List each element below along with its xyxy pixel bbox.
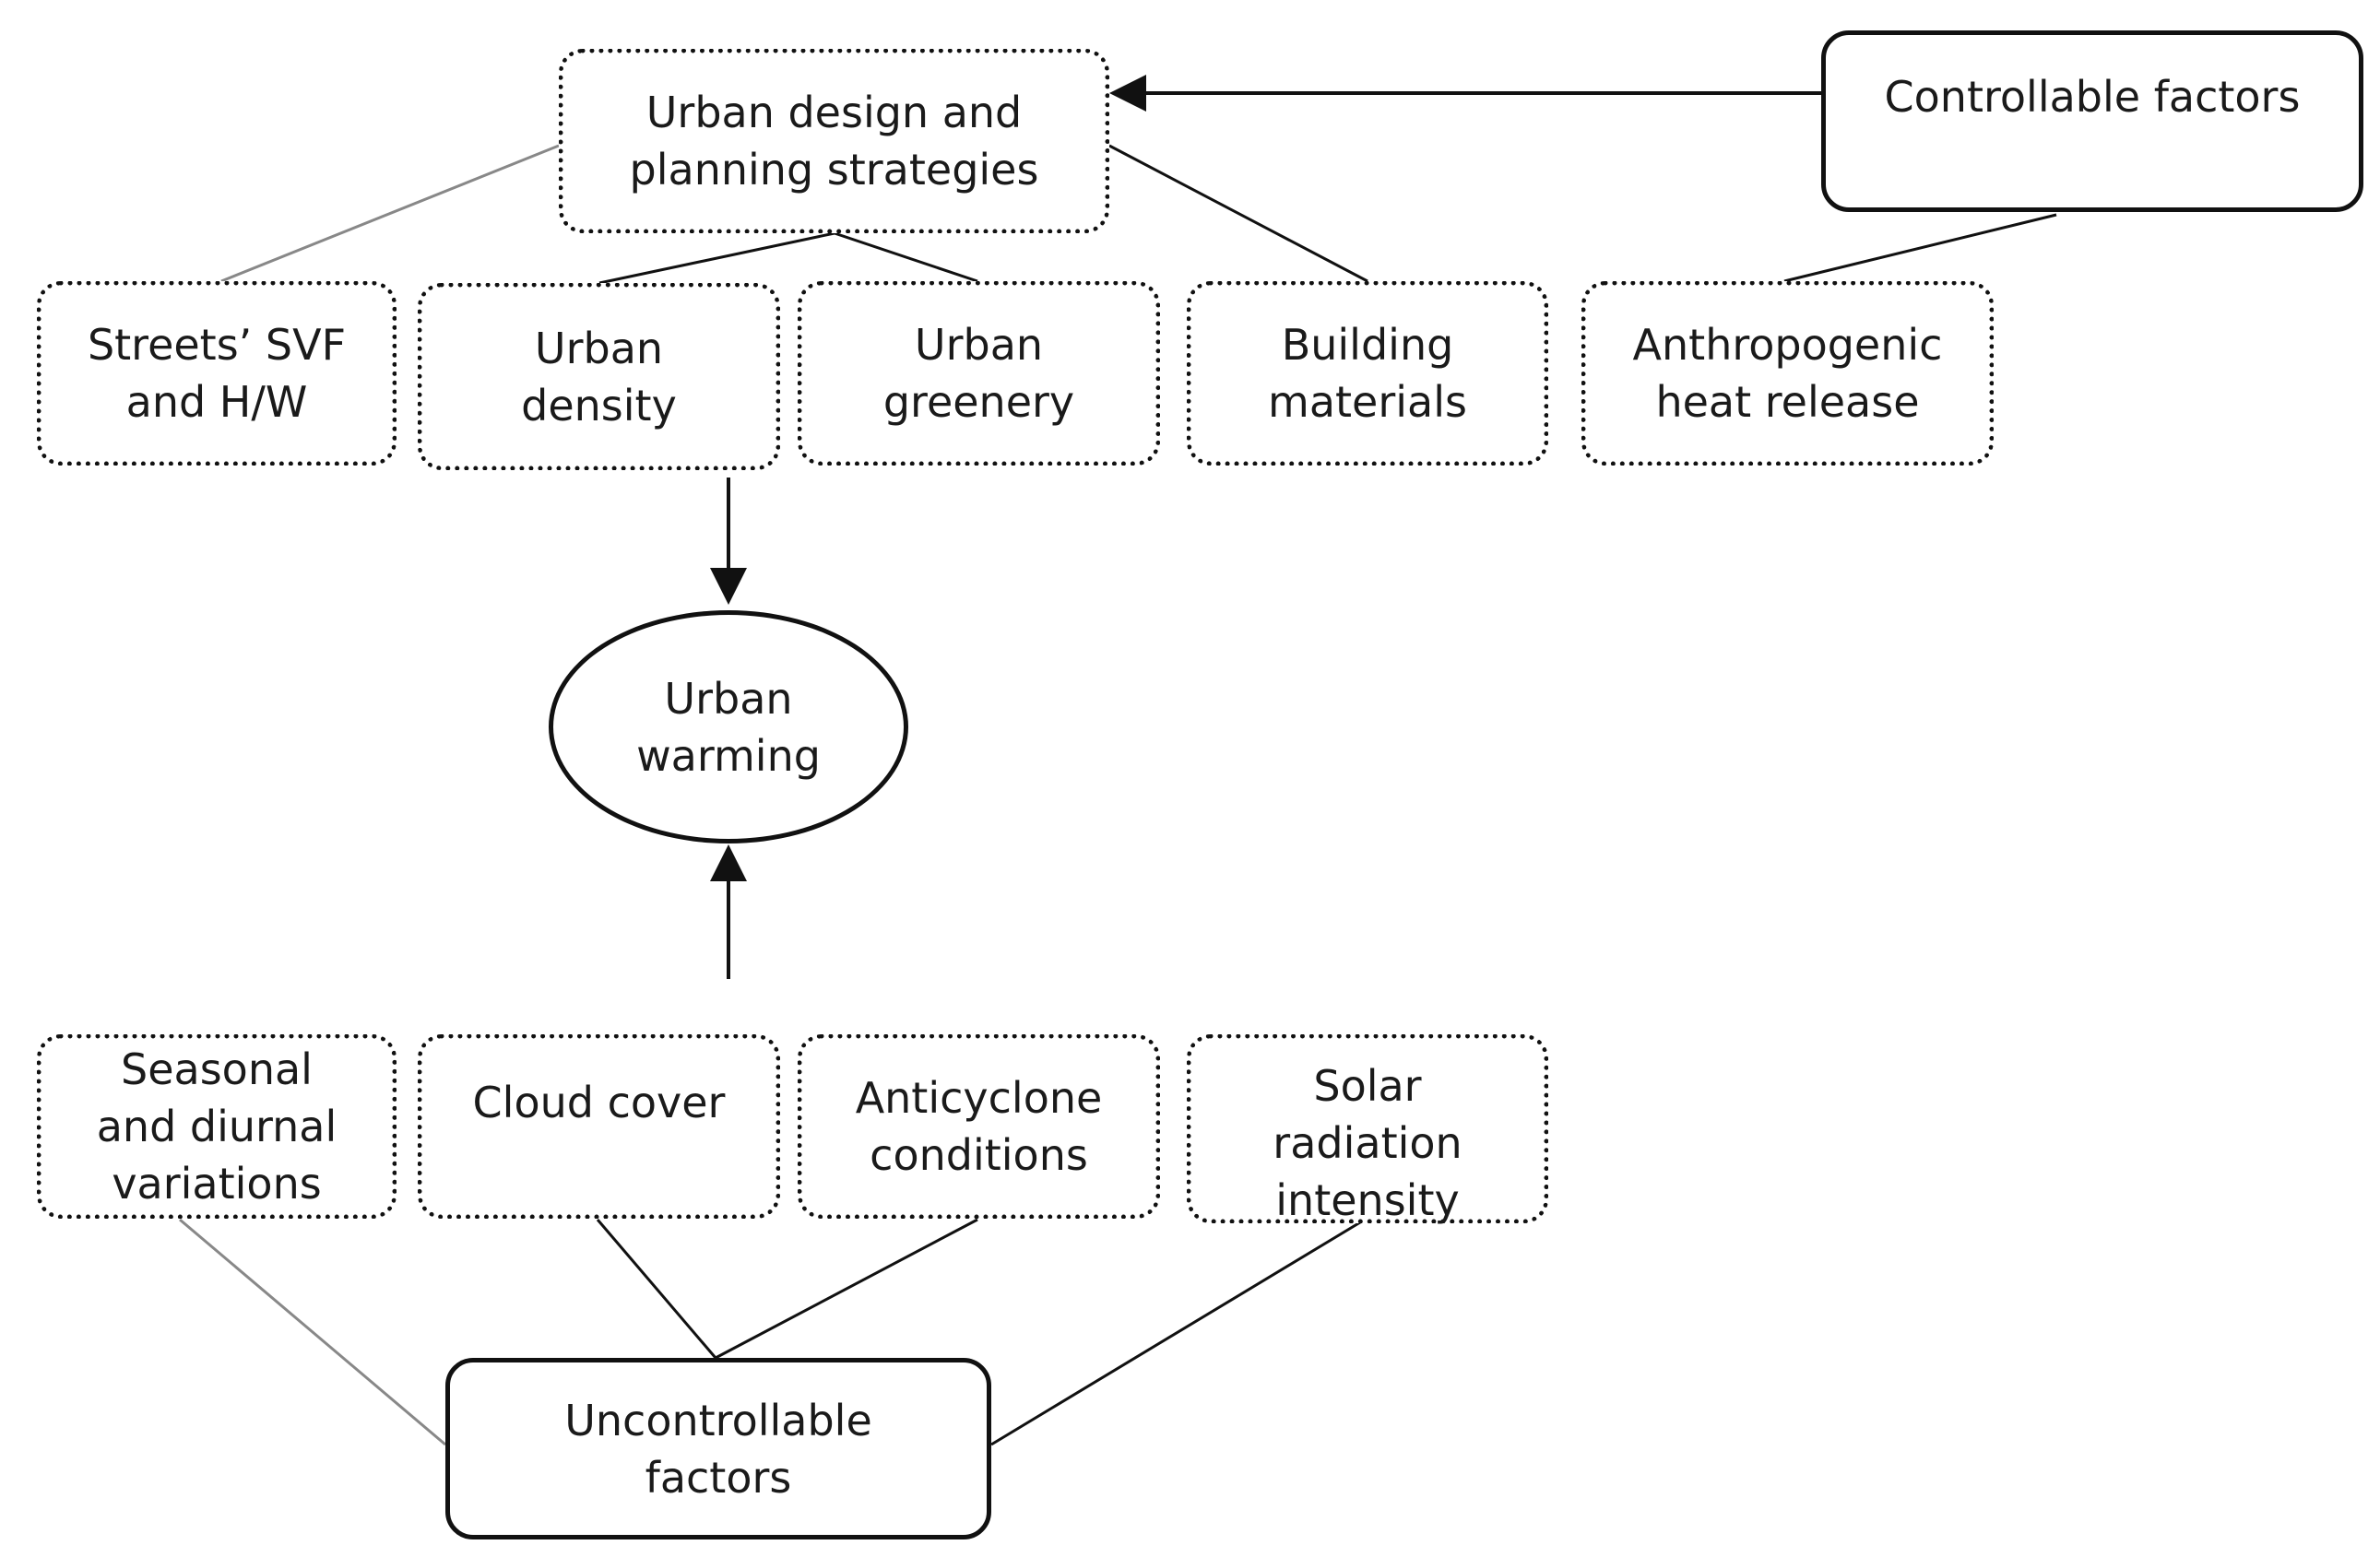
connector-strategies-to-density [598,231,835,285]
connector-uncontrollable-to-anticyclone [715,1218,978,1360]
connector-uncontrollable-to-seasonal [179,1218,446,1446]
solar-radiation-box: Solar radiation intensity [1187,1034,1548,1225]
anthropogenic-heat-box: Anthropogenic heat release [1581,281,1994,466]
strategies-box: Urban design and planning strategies [559,49,1109,233]
urban-density-label: Urban density [521,323,677,431]
building-materials-box: Building materials [1187,281,1548,466]
solar-radiation-label: Solar radiation intensity [1273,1061,1462,1225]
strategies-label: Urban design and planning strategies [629,88,1039,195]
cloud-cover-box: Cloud cover [418,1034,780,1219]
controllable-factors-box: Controllable factors [1821,30,2363,212]
urban-density-box: Urban density [418,283,780,470]
connector-controllable-to-anthropogenic [1783,213,2057,283]
urban-warming-label: Urban warming [636,673,821,781]
connector-uncontrollable-to-solar [990,1218,1366,1446]
connector-strategies-to-svf [220,144,560,283]
uncontrollable-factors-label: Uncontrollable factors [564,1395,872,1503]
seasonal-variations-box: Seasonal and diurnal variations [37,1034,397,1219]
streets-svf-box: Streets’ SVF and H/W [37,281,397,466]
building-materials-label: Building materials [1268,320,1467,427]
anticyclone-conditions-label: Anticyclone conditions [855,1073,1103,1180]
urban-greenery-box: Urban greenery [798,281,1160,466]
uncontrollable-factors-box: Uncontrollable factors [445,1358,991,1539]
anticyclone-conditions-box: Anticyclone conditions [798,1034,1160,1219]
anthropogenic-heat-label: Anthropogenic heat release [1632,320,1943,427]
streets-svf-label: Streets’ SVF and H/W [87,320,347,427]
controllable-factors-label: Controllable factors [1884,72,2301,122]
connector-strategies-to-greenery [834,231,978,283]
cloud-cover-label: Cloud cover [472,1078,726,1127]
connector-strategies-to-materials [1108,144,1368,283]
urban-greenery-label: Urban greenery [882,320,1075,427]
connector-uncontrollable-to-cloud [596,1219,717,1359]
urban-warming-ellipse: Urban warming [549,610,908,843]
seasonal-variations-label: Seasonal and diurnal variations [96,1044,337,1209]
